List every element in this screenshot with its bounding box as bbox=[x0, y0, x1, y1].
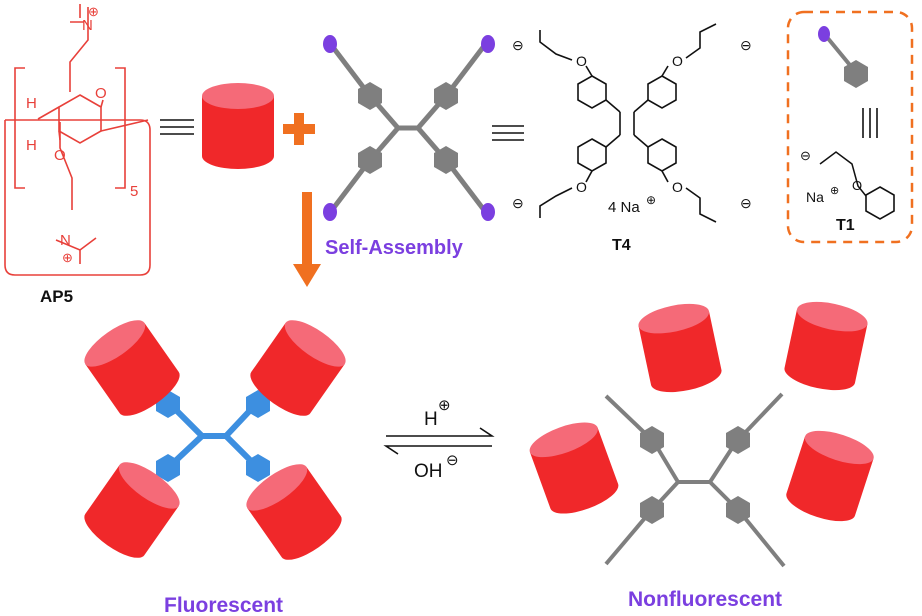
nonfluorescent-state bbox=[525, 296, 878, 568]
t1-counterion-charge: ⊕ bbox=[830, 185, 839, 197]
t1-structure bbox=[819, 151, 895, 220]
ap5-label: AP5 bbox=[40, 287, 73, 306]
t4-charge-3: ⊖ bbox=[512, 195, 524, 211]
t4-oxygen-4: O bbox=[672, 179, 683, 195]
ap5-oxygen-top: O bbox=[95, 85, 107, 102]
fluorescent-label: Fluorescent bbox=[164, 594, 283, 616]
self-assembly-arrow bbox=[293, 192, 321, 287]
pillararene-cylinder-icon bbox=[202, 83, 274, 169]
t4-charge-4: ⊖ bbox=[740, 195, 752, 211]
t4-oxygen-3: O bbox=[576, 179, 587, 195]
equilibrium-arrows bbox=[383, 427, 495, 455]
acid-label: H bbox=[424, 409, 438, 430]
nonfluorescent-label: Nonfluorescent bbox=[628, 588, 782, 611]
ap5-charge-top: ⊕ bbox=[88, 4, 99, 19]
t4-counterion: 4 Na bbox=[608, 199, 640, 216]
ap5-structure bbox=[4, 4, 151, 276]
t4-charge-1: ⊖ bbox=[512, 37, 524, 53]
ap5-hydrogen-2: H bbox=[26, 137, 37, 154]
t1-model-box bbox=[786, 10, 914, 244]
ap5-oxygen-bottom: O bbox=[54, 147, 66, 164]
t4-label: T4 bbox=[612, 237, 631, 254]
ap5-nitrogen-top: N bbox=[82, 17, 93, 34]
t1-equivalence-sign bbox=[862, 108, 878, 138]
acid-charge: ⊕ bbox=[438, 397, 451, 414]
tpe-cartoon bbox=[323, 35, 495, 221]
base-label: OH bbox=[414, 461, 443, 482]
t1-oxygen: O bbox=[852, 178, 862, 193]
ap5-hydrogen-1: H bbox=[26, 95, 37, 112]
t4-oxygen-1: O bbox=[576, 53, 587, 69]
equivalence-sign-1 bbox=[160, 119, 194, 135]
ap5-charge-bottom: ⊕ bbox=[62, 250, 73, 265]
t4-counterion-charge: ⊕ bbox=[646, 193, 656, 207]
ap5-repeat-count: 5 bbox=[130, 183, 138, 200]
t4-oxygen-2: O bbox=[672, 53, 683, 69]
t1-counterion: Na bbox=[806, 189, 824, 205]
t1-label: T1 bbox=[836, 217, 855, 234]
ap5-nitrogen-bottom: N bbox=[60, 232, 71, 249]
self-assembly-label: Self-Assembly bbox=[325, 237, 464, 259]
t1-charge: ⊖ bbox=[800, 148, 811, 163]
t1-cartoon bbox=[818, 26, 868, 88]
t4-structure bbox=[539, 23, 717, 223]
plus-icon bbox=[283, 113, 315, 145]
t4-charge-2: ⊖ bbox=[740, 37, 752, 53]
fluorescent-complex bbox=[77, 312, 353, 568]
equivalence-sign-2 bbox=[492, 125, 524, 141]
base-charge: ⊖ bbox=[446, 452, 459, 469]
